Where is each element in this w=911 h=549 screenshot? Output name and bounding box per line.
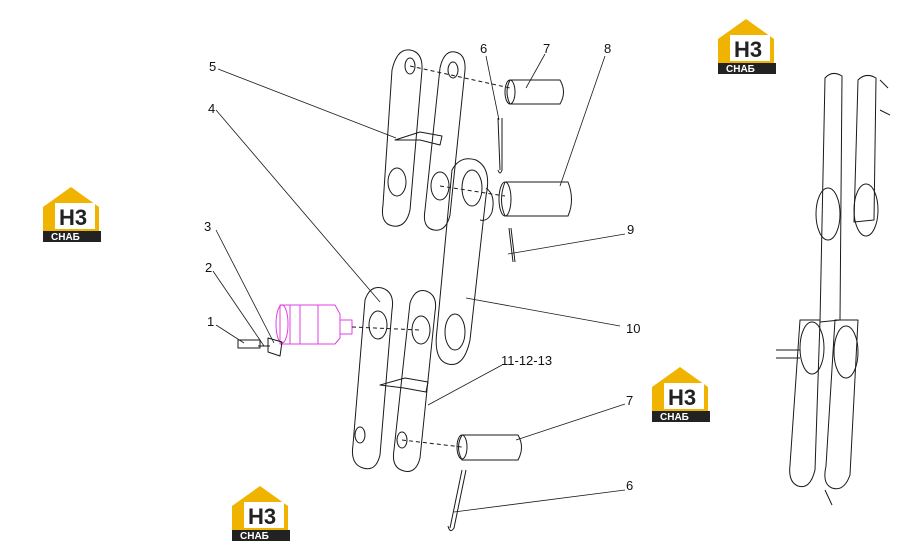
- logo-watermark: H3 CHAБ: [41, 185, 103, 243]
- logo-icon: H3 CHAБ: [652, 367, 710, 423]
- svg-text:CHAБ: CHAБ: [726, 64, 755, 75]
- logo-watermark: H3 CHAБ: [650, 365, 712, 423]
- callout-7-upper: 7: [543, 41, 551, 56]
- callout-7-lower: 7: [626, 393, 634, 408]
- upper-link-plates: [382, 49, 466, 231]
- callout-10: 10: [626, 321, 641, 336]
- callout-4: 4: [208, 101, 216, 116]
- callout-3: 3: [204, 219, 212, 234]
- callout-11-12-13: 11-12-13: [501, 353, 553, 368]
- svg-text:H3: H3: [248, 504, 276, 529]
- callout-2: 2: [205, 260, 213, 275]
- logo-watermark: H3 CHAБ: [716, 17, 778, 75]
- logo-icon: H3 CHAБ: [43, 187, 101, 243]
- highlighted-pin: [275, 304, 353, 345]
- svg-text:H3: H3: [59, 205, 87, 230]
- svg-text:CHAБ: CHAБ: [240, 531, 269, 542]
- svg-text:H3: H3: [668, 385, 696, 410]
- logo-icon: H3 CHAБ: [718, 19, 776, 75]
- logo-icon: H3 CHAБ: [232, 486, 290, 542]
- cotter-pins: [447, 117, 516, 532]
- logo-watermark: H3 CHAБ: [230, 484, 292, 542]
- lower-link-plates: [352, 287, 437, 472]
- svg-text:H3: H3: [734, 37, 762, 62]
- long-link: [435, 158, 494, 365]
- callout-6-lower: 6: [626, 478, 634, 493]
- callout-1: 1: [207, 314, 215, 329]
- callout-5: 5: [209, 59, 217, 74]
- svg-text:CHAБ: CHAБ: [660, 412, 689, 423]
- pins: [456, 79, 572, 461]
- callout-9: 9: [627, 222, 635, 237]
- assembled-chain: [776, 72, 891, 506]
- callout-8: 8: [604, 41, 612, 56]
- callout-6-upper: 6: [480, 41, 488, 56]
- assembly-lines: [351, 65, 511, 448]
- svg-text:CHAБ: CHAБ: [51, 232, 80, 243]
- leader-lines: [212, 53, 626, 513]
